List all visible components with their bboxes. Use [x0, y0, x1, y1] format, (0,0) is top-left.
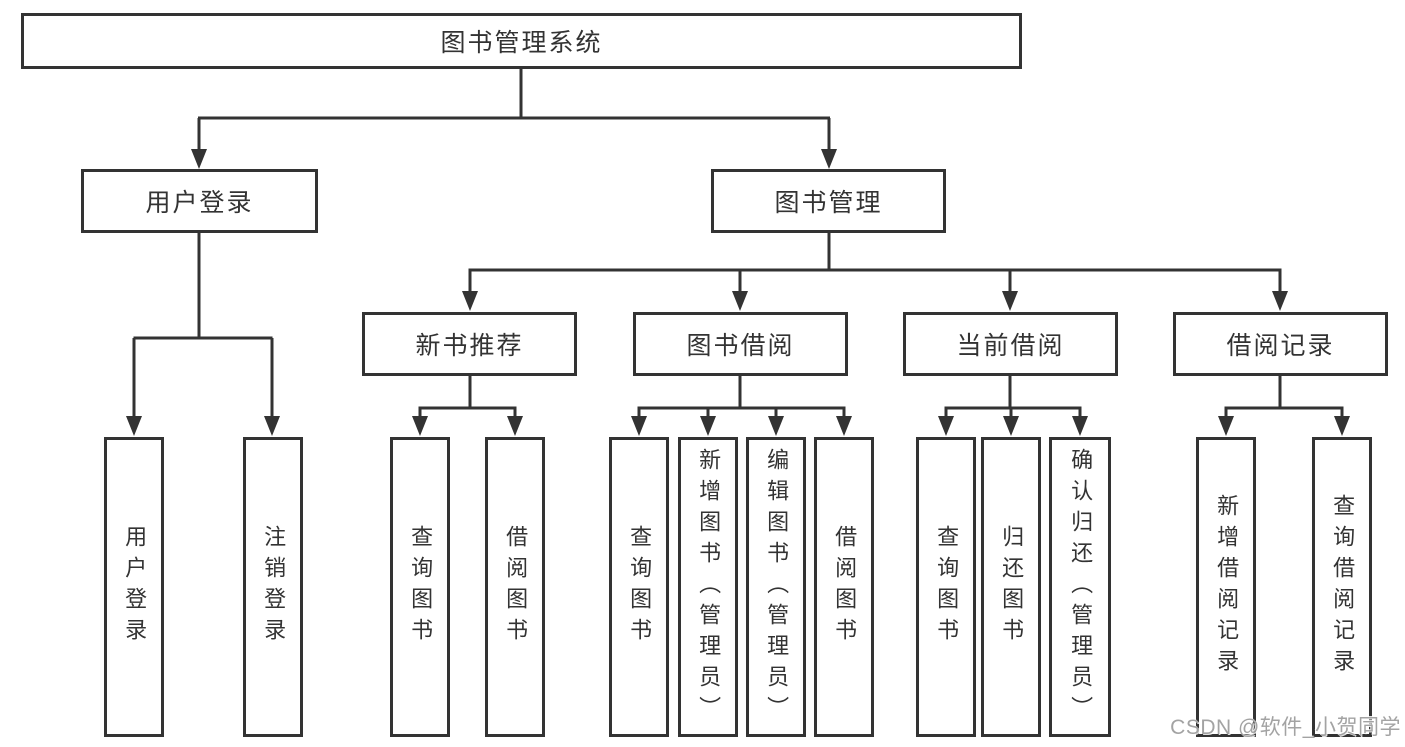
arrow-down-icon [1334, 416, 1350, 436]
arrow-down-icon [631, 416, 647, 436]
connector-current-borrow-children [944, 376, 1082, 419]
arrow-down-icon [1072, 416, 1088, 436]
arrow-down-icon [264, 416, 280, 436]
node-library-system: 图书管理系统 [21, 13, 1022, 69]
connector-book-mgmt-children [468, 233, 1282, 294]
connector-book-borrow-children [637, 376, 846, 419]
arrow-down-icon [938, 416, 954, 436]
arrow-down-icon [732, 291, 748, 311]
connector-user-login-children [132, 233, 274, 418]
arrow-down-icon [1272, 291, 1288, 311]
node-new-book-recommend: 新书推荐 [362, 312, 577, 376]
connector-borrow-records-children [1224, 376, 1344, 419]
arrow-down-icon [1218, 416, 1234, 436]
node-leaf-borrow-book-recommend: 借阅图书 [485, 437, 545, 737]
node-borrow-records: 借阅记录 [1173, 312, 1388, 376]
arrow-down-icon [412, 416, 428, 436]
node-leaf-query-book-current: 查询图书 [916, 437, 976, 737]
node-leaf-user-login: 用户登录 [104, 437, 164, 737]
arrow-down-icon [1003, 416, 1019, 436]
node-leaf-query-book-recommend: 查询图书 [390, 437, 450, 737]
node-leaf-add-book-admin: 新增图书（管理员） [678, 437, 738, 737]
csdn-watermark: CSDN @软件_小贺同学 [1170, 716, 1401, 739]
node-leaf-confirm-return-admin: 确认归还（管理员） [1049, 437, 1111, 737]
node-leaf-query-borrow-record: 查询借阅记录 [1312, 437, 1372, 737]
arrow-down-icon [462, 291, 478, 311]
arrow-down-icon [1002, 291, 1018, 311]
arrow-down-icon [821, 149, 837, 169]
arrow-down-icon [126, 416, 142, 436]
node-leaf-logout: 注销登录 [243, 437, 303, 737]
arrow-down-icon [191, 149, 207, 169]
connector-root-to-level2 [197, 66, 831, 152]
node-leaf-return-book: 归还图书 [981, 437, 1041, 737]
node-leaf-add-borrow-record: 新增借阅记录 [1196, 437, 1256, 737]
arrow-down-icon [507, 416, 523, 436]
node-book-borrow: 图书借阅 [633, 312, 848, 376]
arrow-down-icon [700, 416, 716, 436]
node-leaf-edit-book-admin: 编辑图书（管理员） [746, 437, 806, 737]
connector-new-book-rec-children [418, 376, 517, 419]
node-leaf-borrow-book: 借阅图书 [814, 437, 874, 737]
node-book-management: 图书管理 [711, 169, 946, 233]
node-leaf-query-book-borrow: 查询图书 [609, 437, 669, 737]
node-current-borrow: 当前借阅 [903, 312, 1118, 376]
arrow-down-icon [768, 416, 784, 436]
node-user-login: 用户登录 [81, 169, 318, 233]
arrow-down-icon [836, 416, 852, 436]
